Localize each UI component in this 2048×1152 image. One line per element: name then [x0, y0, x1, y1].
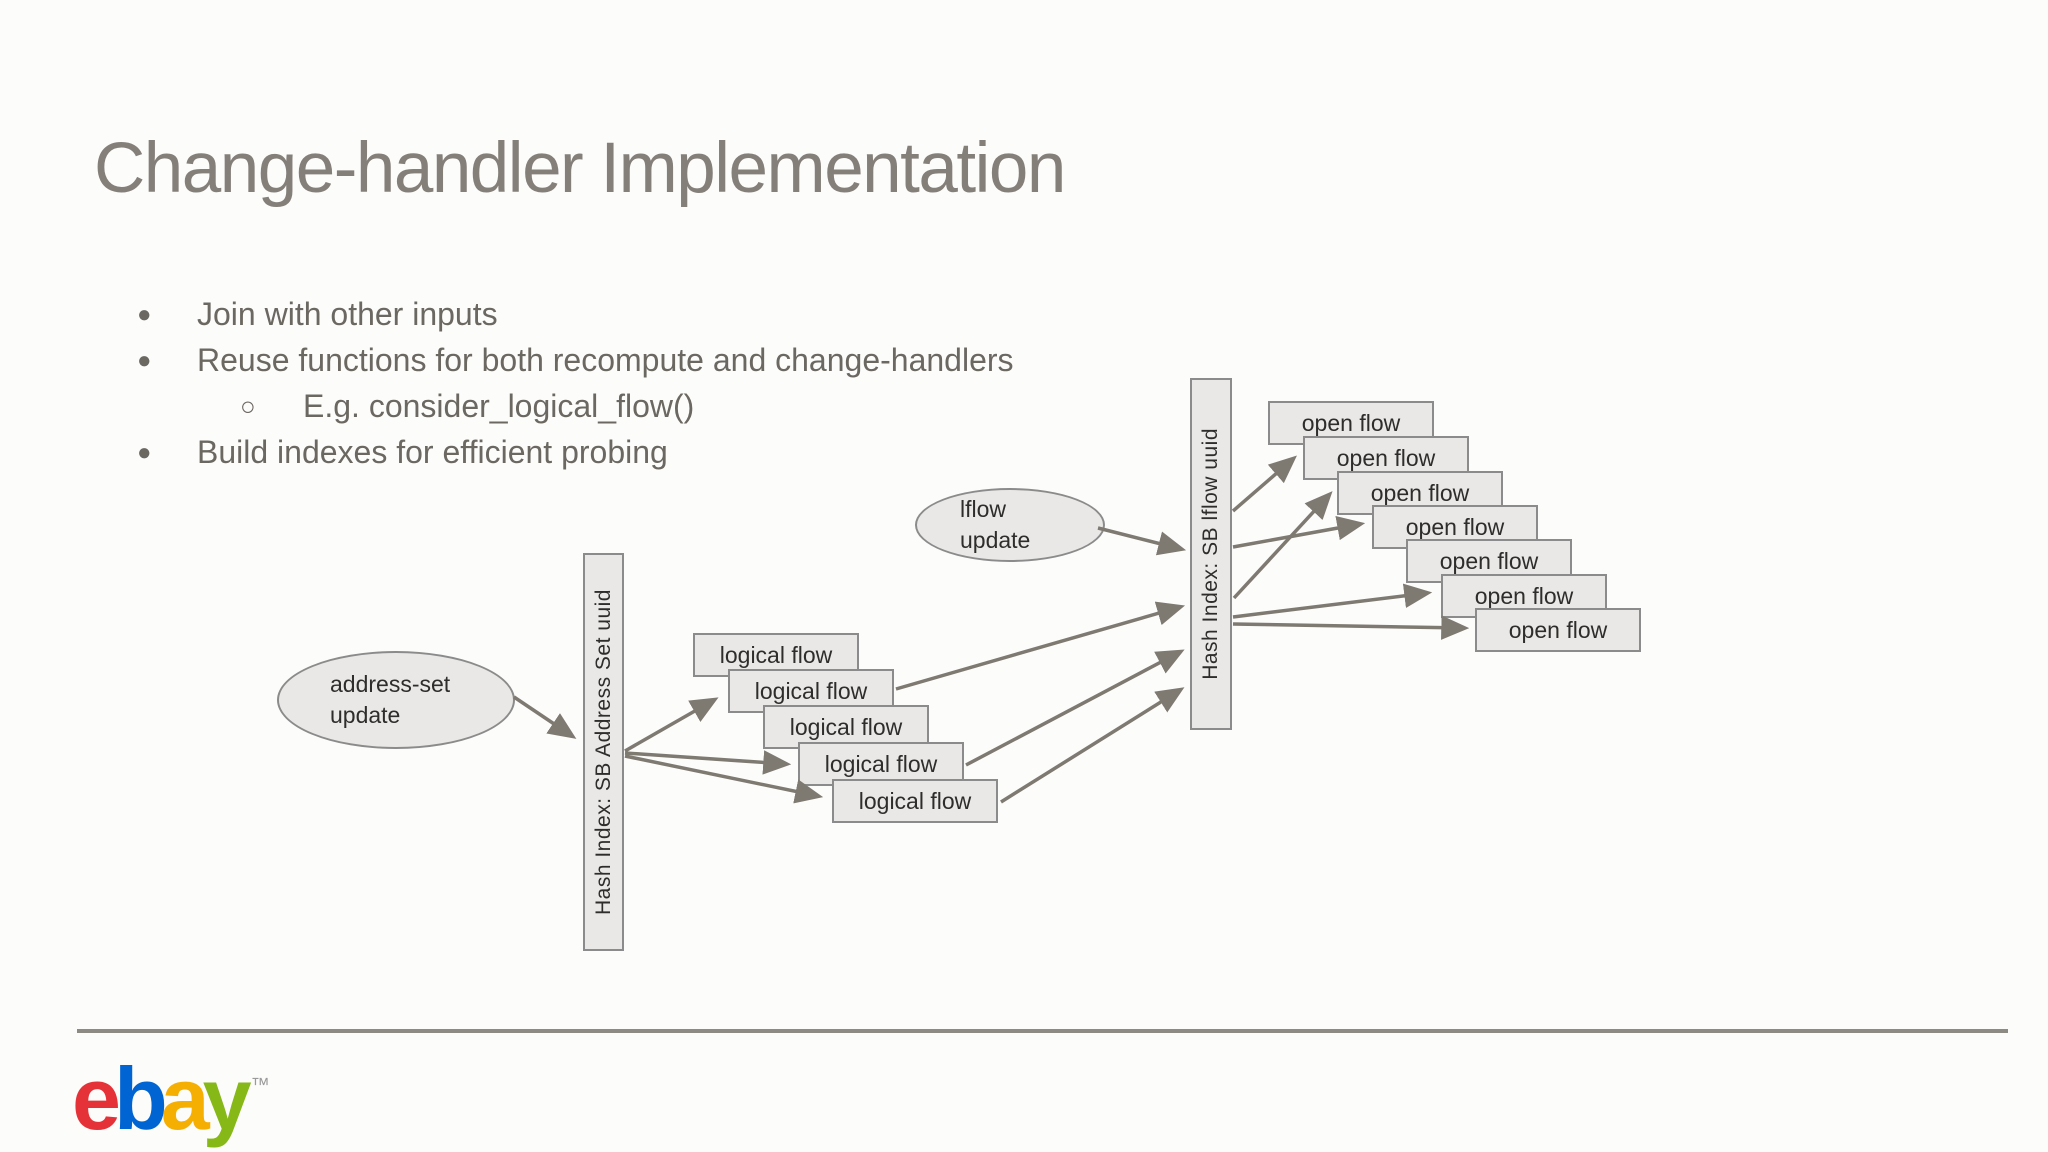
ebay-logo-letter-a: a [160, 1049, 210, 1148]
bullet-item: ● Reuse functions for both recompute and… [137, 342, 1014, 379]
bullet-text: Reuse functions for both recompute and c… [197, 342, 1014, 378]
arrow-addressset-to-hash1 [513, 695, 577, 739]
hash-index-address-set-box: Hash Index: SB Address Set uuid [583, 553, 624, 951]
bullet-item: ● Build indexes for efficient probing [137, 434, 668, 471]
arrow-hash1-to-logicalflow2 [624, 697, 719, 753]
arrow-hash2-to-openflow4 [1232, 516, 1366, 549]
hash-index-lflow-box: Hash Index: SB lflow uuid [1190, 378, 1232, 730]
bullet-item: ● Join with other inputs [137, 296, 498, 333]
hash-index-lflow-label: Hash Index: SB lflow uuid [1199, 428, 1222, 680]
bullet-dot-icon: ● [137, 438, 152, 466]
ellipse-label-line: update [960, 527, 1031, 553]
arrow-hash1-to-logicalflow4 [624, 750, 792, 775]
arrow-hash1-to-logicalflow5 [624, 754, 824, 804]
arrow-hash2-to-openflow3 [1232, 491, 1333, 600]
ebay-logo-letter-e: e [72, 1049, 121, 1148]
bullet-text: E.g. consider_logical_flow() [303, 388, 695, 424]
sub-bullet-item: ○ E.g. consider_logical_flow() [240, 388, 694, 425]
logical-flow-box: logical flow [763, 705, 929, 749]
arrow-lflow-to-hash2 [1097, 526, 1187, 556]
address-set-update-ellipse: address-set update [277, 651, 515, 749]
arrow-hash2-to-openflow2 [1231, 455, 1297, 513]
ebay-logo-letter-y: y [202, 1049, 252, 1148]
arrow-hash2-to-openflow6 [1232, 583, 1433, 619]
trademark-symbol: ™ [250, 1075, 270, 1096]
ebay-logo-letter-b: b [113, 1049, 168, 1148]
bullet-text: Join with other inputs [197, 296, 498, 332]
open-flow-box: open flow [1475, 608, 1641, 652]
logical-flow-box: logical flow [798, 742, 964, 786]
ellipse-label-line: address-set [330, 671, 451, 697]
arrow-logicalflow2-to-hash2 [895, 601, 1186, 691]
lflow-update-ellipse: lflow update [915, 488, 1105, 562]
page-title: Change-handler Implementation [94, 129, 1066, 208]
bullet-dot-icon: ● [137, 300, 152, 328]
bullet-dot-icon: ● [137, 346, 152, 374]
arrow-logicalflow5-to-hash2 [1000, 687, 1185, 804]
logical-flow-box: logical flow [832, 779, 998, 823]
bullet-circle-icon: ○ [240, 391, 256, 421]
footer-divider [77, 1029, 2008, 1033]
arrow-hash2-to-openflow7 [1232, 615, 1470, 640]
ellipse-label-line: lflow [960, 496, 1007, 522]
hash-index-address-set-label: Hash Index: SB Address Set uuid [591, 588, 615, 916]
ellipse-label-line: update [330, 702, 401, 728]
bullet-text: Build indexes for efficient probing [197, 434, 668, 470]
arrow-logicalflow4-to-hash2 [965, 649, 1185, 767]
